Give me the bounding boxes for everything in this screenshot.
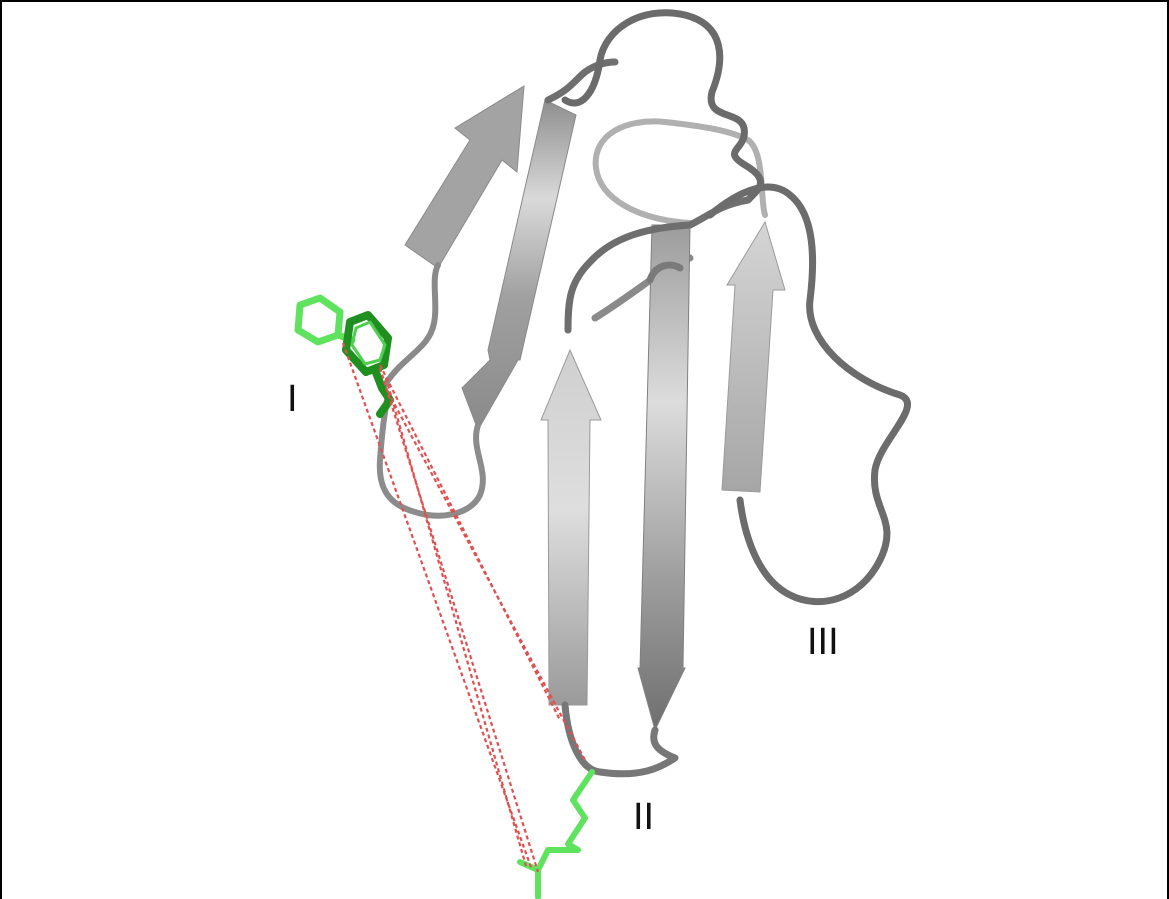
beta-strand-5 xyxy=(721,220,786,493)
region-label-iii: III xyxy=(807,621,839,663)
region-label-i: I xyxy=(287,378,298,420)
coil-foreground xyxy=(376,9,911,778)
contact-lines xyxy=(341,342,586,873)
residue-ii-sidechain xyxy=(517,769,595,899)
beta-strand-1 xyxy=(404,85,525,269)
beta-strand-4 xyxy=(540,348,602,706)
region-label-ii: II xyxy=(633,796,654,838)
beta-strand-3 xyxy=(637,224,691,732)
residue-i-sidechains xyxy=(294,294,394,418)
